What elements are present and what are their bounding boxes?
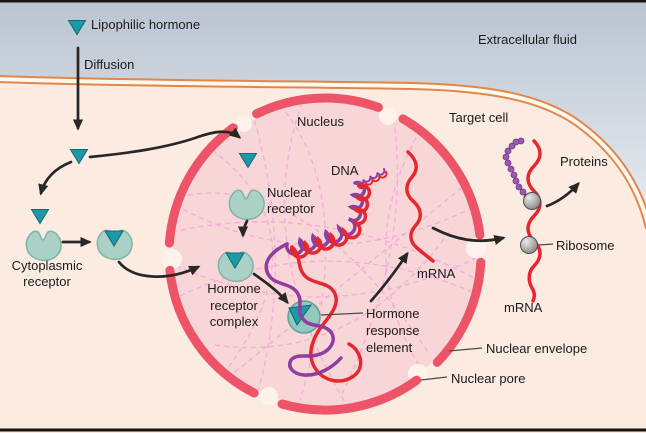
arrow-to-cytoplasmic-receptor xyxy=(38,160,73,196)
arrow-receptor-to-complex xyxy=(237,219,249,238)
pointer-nuclear-envelope xyxy=(448,347,483,352)
dna-strand-red xyxy=(290,245,363,383)
label-hormone-receptor-complex: Hormone receptor complex xyxy=(207,281,261,329)
pointer-hormone-response-element xyxy=(320,312,364,316)
dna-helix xyxy=(285,168,388,259)
label-extracellular-fluid: Extracellular fluid xyxy=(478,32,577,47)
pointer-nuclear-pore xyxy=(420,376,448,381)
mrna-strand-cytoplasm xyxy=(526,139,542,303)
arrow-complex-to-dna xyxy=(252,272,289,305)
label-dna: DNA xyxy=(331,163,359,178)
label-nuclear-pore: Nuclear pore xyxy=(451,371,526,386)
arrow-to-proteins xyxy=(545,181,580,208)
label-hormone-response-element: Hormone response element xyxy=(366,306,420,355)
cytoplasmic-receptor-empty xyxy=(25,230,62,262)
ribosome-upper xyxy=(523,192,541,210)
hormone-triangle-cytoplasm xyxy=(70,149,88,164)
frame-bottom xyxy=(0,428,646,432)
label-target-cell: Target cell xyxy=(449,110,509,125)
nuclear-envelope xyxy=(164,93,486,415)
label-mrna-nucleus: mRNA xyxy=(417,266,456,281)
label-lipophilic-hormone: Lipophilic hormone xyxy=(91,17,201,32)
label-diffusion: Diffusion xyxy=(84,57,135,72)
mrna-strand-nucleus xyxy=(405,150,435,263)
hormone-triangle-above-receptor xyxy=(31,209,49,224)
label-cytoplasmic-receptor: Cytoplasmic receptor xyxy=(11,258,83,289)
label-proteins: Proteins xyxy=(560,154,608,169)
extracellular-region xyxy=(0,0,646,220)
label-nucleus: Nucleus xyxy=(297,114,344,129)
label-nuclear-receptor: Nuclear receptor xyxy=(267,185,315,216)
arrow-transcription-to-mrna xyxy=(369,251,409,303)
protein-chain xyxy=(502,137,531,201)
arrow-hormone-into-nucleus xyxy=(88,127,242,159)
ribosome-lower xyxy=(520,236,538,254)
label-ribosome: Ribosome xyxy=(556,238,615,253)
arrow-mrna-export xyxy=(431,226,506,246)
dna-strand-purple xyxy=(264,242,343,377)
arrow-complex-into-nucleus xyxy=(117,260,201,278)
dna-bound-complex xyxy=(287,300,321,334)
frame-top xyxy=(0,0,646,3)
label-nuclear-envelope: Nuclear envelope xyxy=(486,341,588,356)
cell-membrane xyxy=(0,75,646,229)
pointer-ribosome xyxy=(538,243,554,246)
label-mrna-cytoplasm: mRNA xyxy=(504,300,543,315)
